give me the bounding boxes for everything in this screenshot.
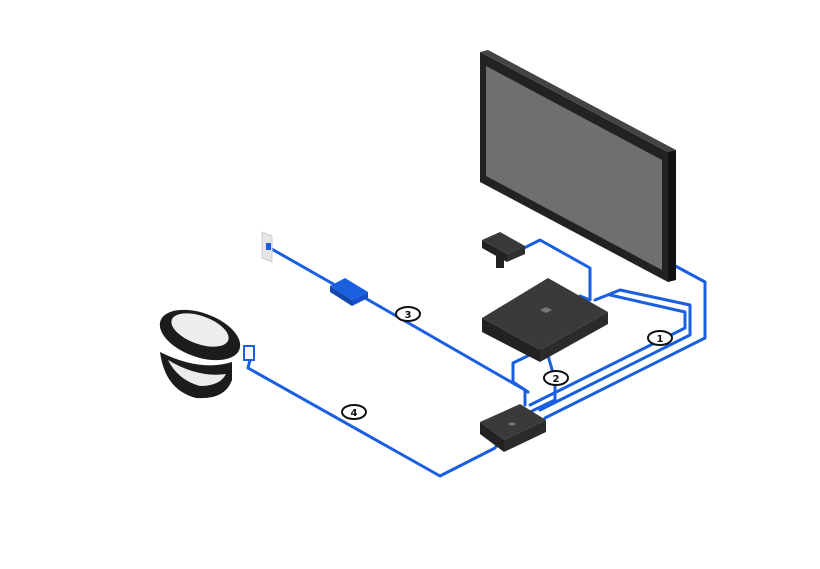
cables [246, 238, 707, 478]
television [480, 50, 676, 282]
badge-1: 1 [647, 330, 673, 346]
ps-logo-icon [540, 307, 552, 313]
cable-camera [518, 238, 592, 302]
wall-outlet [261, 231, 273, 263]
processor-unit [480, 404, 546, 452]
ps-logo-icon [508, 422, 516, 426]
cable-power-processor [363, 296, 527, 407]
badge-3-label: 3 [405, 310, 412, 321]
cable-headset [246, 350, 502, 478]
badge-4: 4 [341, 404, 367, 420]
cable-power-outlet [268, 246, 337, 287]
cable-2b [528, 343, 557, 414]
ps4-console [482, 278, 608, 362]
badge-1-label: 1 [657, 334, 664, 345]
badge-4-label: 4 [351, 408, 358, 419]
cable-ps4-hdmi [538, 288, 692, 412]
ac-adapter [330, 278, 368, 306]
badge-3: 3 [395, 306, 421, 322]
badge-2: 2 [543, 370, 569, 386]
badge-2-label: 2 [553, 374, 560, 385]
cable-hdmi-tv [543, 260, 707, 420]
playstation-camera [482, 232, 525, 268]
vr-headset [159, 309, 255, 399]
cable-ps4-usb [528, 293, 687, 407]
